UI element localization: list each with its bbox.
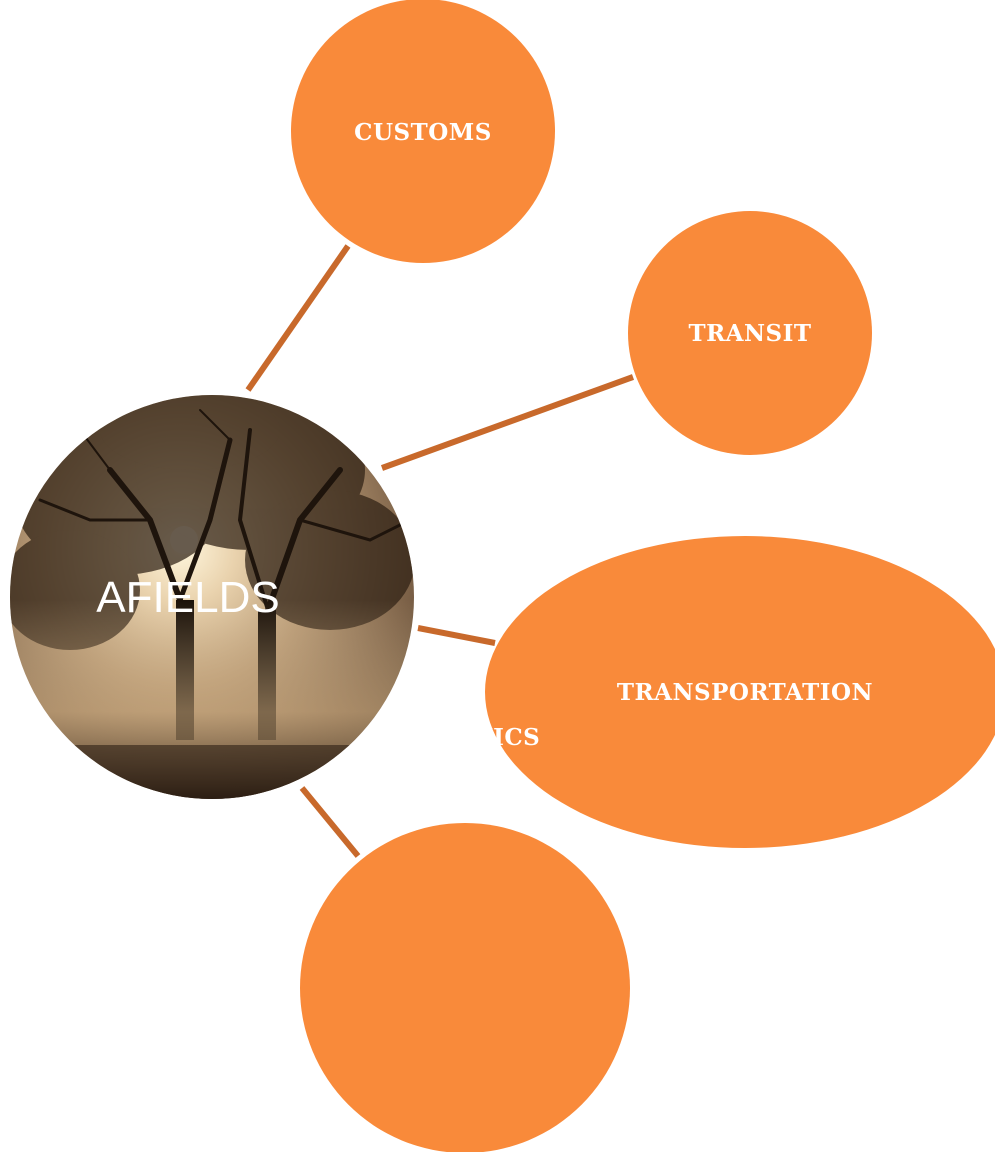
connector-transportation <box>417 625 496 646</box>
node-logistics-label: LOGISTICS <box>390 724 541 751</box>
tree-photo <box>10 395 414 799</box>
node-customs-label: CUSTOMS <box>354 119 492 146</box>
node-transportation-label: TRANSPORTATION <box>617 679 873 706</box>
node-transit[interactable]: TRANSIT <box>628 211 872 455</box>
node-logistics[interactable]: LOGISTICS <box>300 724 630 1152</box>
node-transit-label: TRANSIT <box>688 320 811 347</box>
center-node: AFIELDS <box>10 395 414 799</box>
center-label: AFIELDS <box>96 573 279 622</box>
node-customs[interactable]: CUSTOMS <box>291 0 555 263</box>
connector-transit <box>380 374 635 471</box>
node-transportation[interactable]: TRANSPORTATION <box>485 536 995 848</box>
connectors <box>245 244 635 858</box>
connector-customs <box>245 244 351 392</box>
connector-logistics <box>299 786 361 858</box>
